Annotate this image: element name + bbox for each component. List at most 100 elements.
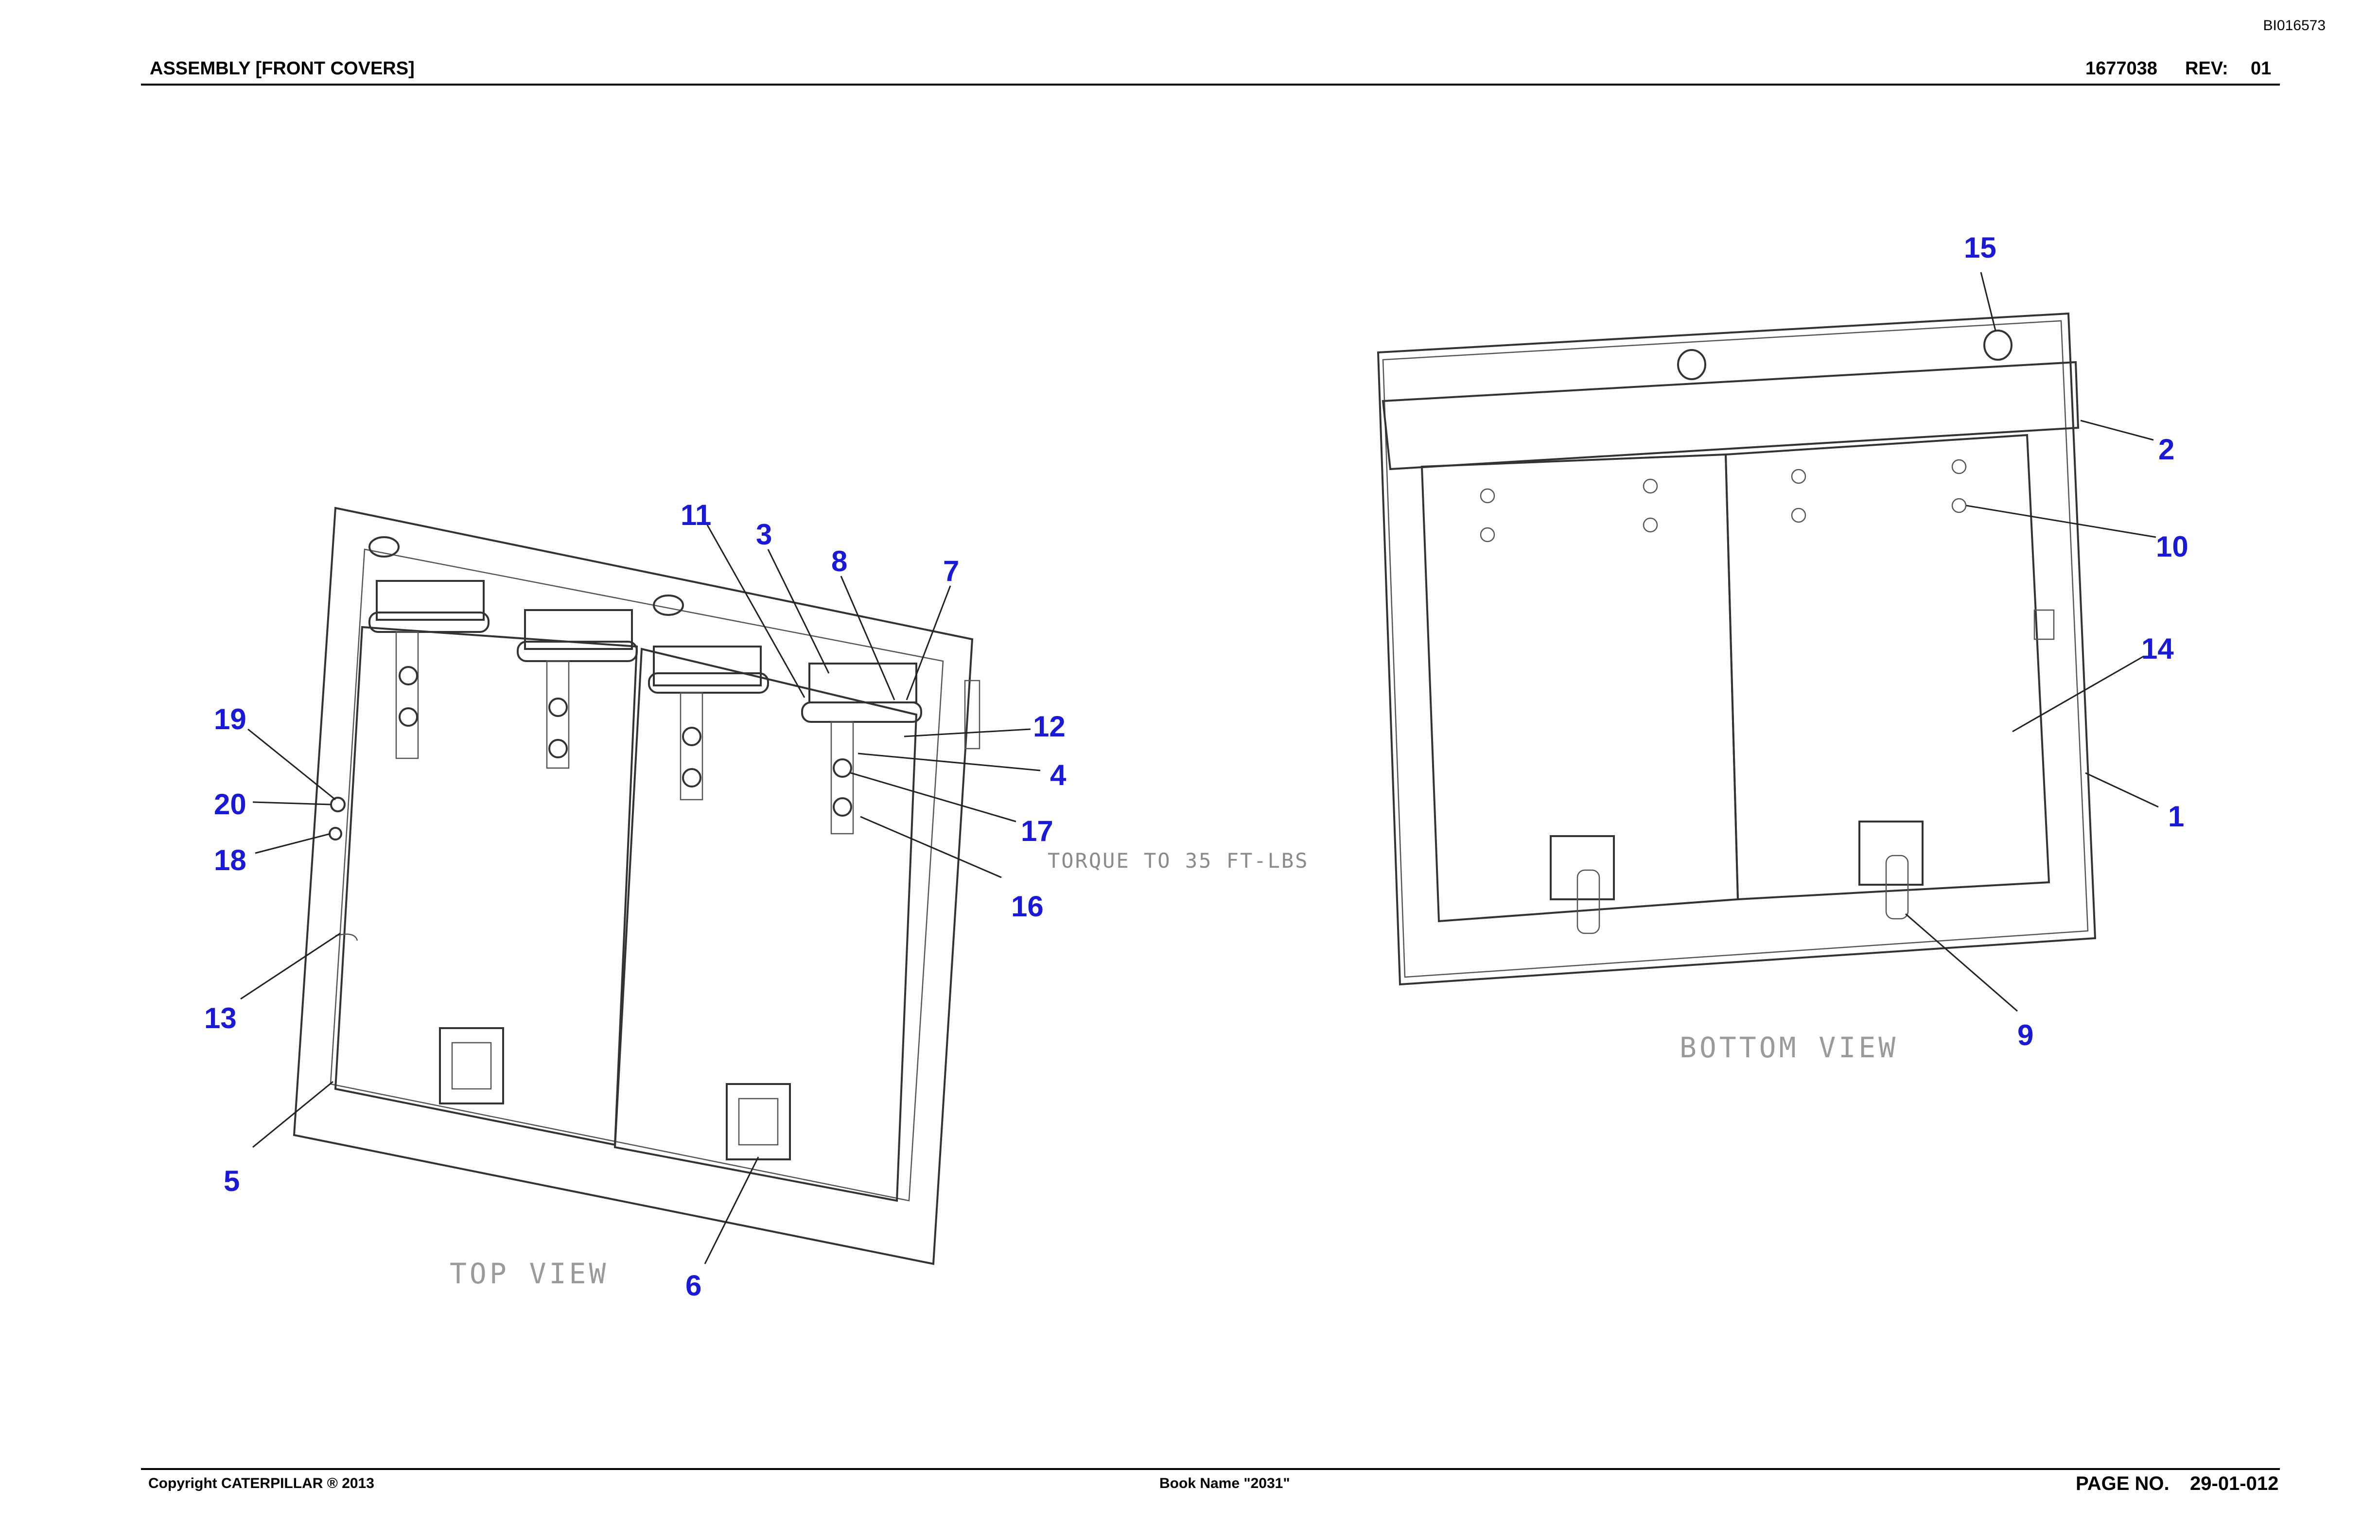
callout-17: 17 (1021, 815, 1053, 847)
bolt (399, 666, 418, 685)
bottom-right-panel (1724, 434, 2050, 901)
nut (1643, 478, 1658, 494)
nut (1480, 527, 1495, 542)
top-view-inner-frame (330, 548, 944, 1202)
revision-label: REV: (2185, 58, 2228, 79)
bottom-view-assembly (1377, 312, 2097, 986)
page-number-label: PAGE NO. (2076, 1473, 2170, 1494)
bolt (682, 727, 701, 746)
leader-9 (1905, 913, 2018, 1012)
callout-12: 12 (1033, 710, 1066, 743)
callout-20: 20 (214, 788, 246, 821)
leader-2 (2080, 420, 2154, 441)
bolt (548, 698, 568, 717)
leader-1 (2085, 772, 2159, 808)
latch-left-bottom-view (1550, 835, 1615, 900)
leader-13 (240, 932, 341, 1000)
copyright: Copyright CATERPILLAR ® 2013 (148, 1475, 374, 1491)
nut (1791, 508, 1806, 523)
callout-14: 14 (2141, 632, 2174, 665)
top-view-label: TOP VIEW (450, 1257, 609, 1290)
hinge-group (368, 580, 922, 835)
hinge-pin-4 (801, 701, 922, 723)
bolt (399, 707, 418, 727)
nut (1480, 488, 1495, 504)
nut (1791, 469, 1806, 484)
leader-17 (850, 772, 1016, 822)
latch-left-inner (451, 1042, 492, 1090)
leader-16 (860, 816, 1002, 878)
top-channel (1382, 361, 2080, 471)
hinge-strap-4 (830, 721, 854, 835)
latch-handle-left (1576, 869, 1600, 934)
leader-14 (2012, 655, 2144, 733)
bolt (833, 758, 852, 778)
latch-handle-right (1885, 855, 1909, 920)
callout-5: 5 (224, 1165, 240, 1197)
book-name: Book Name "2031" (1159, 1475, 1290, 1491)
leader-11 (706, 525, 805, 698)
leader-3 (767, 549, 830, 674)
latch-right-inner (738, 1098, 779, 1146)
part-number: 1677038 (2085, 58, 2157, 79)
callout-1: 1 (2168, 800, 2184, 833)
top-view-assembly (293, 507, 980, 1265)
callout-15: 15 (1964, 231, 1996, 264)
hinge-plate-3 (653, 646, 762, 686)
bottom-view-outer-frame (1377, 312, 2097, 986)
leader-7 (906, 585, 951, 700)
footer-rule (141, 1468, 2280, 1470)
callout-13: 13 (204, 1002, 237, 1034)
leader-4 (858, 752, 1041, 771)
leader-lines (240, 272, 2159, 1264)
hinge-strap-1 (395, 631, 419, 759)
top-view-outer-frame (293, 507, 974, 1265)
hinge-plate-4 (808, 663, 917, 703)
callout-3: 3 (756, 518, 772, 551)
leader-12 (904, 728, 1031, 737)
nut (1951, 498, 1967, 513)
hinge-pin-3 (648, 672, 769, 694)
nuts (1480, 459, 1967, 542)
callout-10: 10 (2156, 530, 2188, 563)
leader-6 (704, 1156, 759, 1264)
lift-eye-center (653, 595, 684, 616)
lift-ring-left (1677, 349, 1706, 380)
page-number: 29-01-012 (2190, 1473, 2279, 1494)
torque-note: TORQUE TO 35 FT-LBS (1048, 849, 1309, 873)
callout-8: 8 (831, 545, 847, 578)
leader-8 (840, 576, 895, 700)
callout-7: 7 (943, 555, 959, 587)
bottom-view-label: BOTTOM VIEW (1680, 1031, 1898, 1064)
bottom-view-frame-lip (1382, 320, 2089, 978)
latch-right-top-view (726, 1083, 791, 1160)
side-tab (2033, 609, 2055, 640)
bolt (548, 739, 568, 758)
hinge-strap-3 (680, 692, 703, 801)
callout-6: 6 (685, 1269, 701, 1302)
hinge-plate-2 (524, 609, 633, 650)
left-cover-panel (334, 626, 638, 1146)
callout-18: 18 (214, 844, 246, 876)
document-id: BI016573 (2263, 18, 2326, 34)
leader-15 (1980, 272, 1996, 331)
page-title: ASSEMBLY [FRONT COVERS] (150, 58, 415, 79)
latch-right-bottom-view (1858, 821, 1924, 886)
header-rule (141, 84, 2280, 86)
nut (1951, 459, 1967, 474)
hinge-pin-1 (368, 612, 490, 633)
lift-eye-left (368, 536, 400, 558)
callout-16: 16 (1011, 890, 1044, 923)
revision-value: 01 (2251, 58, 2272, 79)
lift-ring-right (1983, 330, 2012, 361)
leader-19 (247, 728, 336, 801)
callout-9: 9 (2017, 1019, 2033, 1051)
callout-numbers: 15 2 10 14 1 9 11 3 8 7 12 4 17 16 19 20… (204, 231, 2188, 1302)
side-bracket (964, 680, 980, 750)
leader-20 (252, 801, 331, 805)
callout-11: 11 (681, 499, 711, 531)
callout-2: 2 (2158, 433, 2174, 466)
hinge-plate-1 (376, 580, 485, 621)
bolt (833, 797, 852, 817)
